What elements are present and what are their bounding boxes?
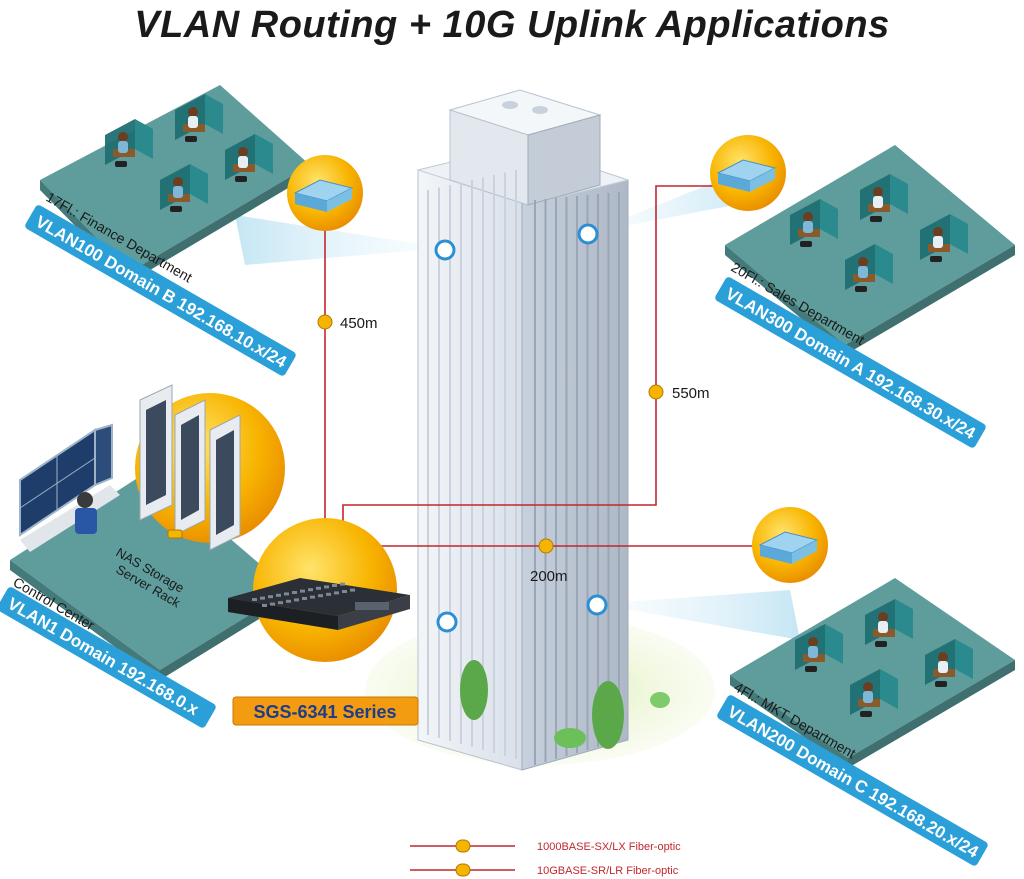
beam-mkt bbox=[597, 590, 800, 640]
cubicle-icon bbox=[795, 624, 843, 672]
legend-label-1g: 1000BASE-SX/LX Fiber-optic bbox=[537, 841, 681, 853]
series-label-box: SGS-6341 Series bbox=[232, 696, 419, 726]
floor-sales-plate bbox=[725, 145, 1015, 345]
operator-head bbox=[77, 492, 93, 508]
legend-item-1g: 1000BASE-SX/LX Fiber-optic bbox=[410, 839, 681, 853]
switch-mkt bbox=[752, 507, 828, 583]
switch-sales bbox=[710, 135, 786, 211]
cubicle-icon bbox=[845, 244, 893, 292]
cubicle-icon bbox=[790, 199, 838, 247]
node-mkt bbox=[586, 594, 608, 616]
switch-finance bbox=[287, 155, 363, 231]
distance-finance-label: 450m bbox=[340, 315, 378, 332]
distance-badge-sales: 550m bbox=[648, 384, 710, 402]
office-cubicles bbox=[105, 94, 973, 717]
distance-badge-finance: 450m bbox=[317, 314, 378, 332]
node-sales bbox=[577, 223, 599, 245]
tower-window-stripes bbox=[427, 170, 620, 765]
legend-label-10g: 10GBASE-SR/LR Fiber-optic bbox=[537, 865, 679, 877]
operator-body bbox=[75, 508, 97, 534]
control-center-monitors bbox=[19, 423, 120, 552]
cubicle-icon bbox=[160, 164, 208, 212]
cubicle-icon bbox=[920, 214, 968, 262]
diagram-title: VLAN Routing + 10G Uplink Applications bbox=[134, 4, 890, 46]
cubicle-icon bbox=[865, 599, 913, 647]
server-rack-icons bbox=[139, 384, 241, 551]
series-label: SGS-6341 Series bbox=[253, 702, 396, 722]
core-switch-icon bbox=[228, 578, 410, 630]
node-base bbox=[436, 611, 458, 633]
beam-finance bbox=[235, 215, 445, 265]
cubicle-icon bbox=[105, 119, 153, 167]
cubicle-icon bbox=[850, 669, 898, 717]
cubicle-icon bbox=[175, 94, 223, 142]
distance-badge-mkt: 200m bbox=[530, 538, 568, 585]
nas-link-badge bbox=[167, 529, 183, 539]
legend: 1000BASE-SX/LX Fiber-optic 10GBASE-SR/LR… bbox=[410, 839, 681, 877]
tree-icons bbox=[460, 660, 670, 749]
cubicle-icon bbox=[925, 639, 973, 687]
cubicle-icon bbox=[860, 174, 908, 222]
distance-mkt-label: 200m bbox=[530, 568, 568, 585]
node-finance bbox=[434, 239, 456, 261]
cubicle-icon bbox=[225, 134, 273, 182]
distance-sales-label: 550m bbox=[672, 385, 710, 402]
legend-item-10g: 10GBASE-SR/LR Fiber-optic bbox=[410, 863, 679, 877]
floor-mkt-plate bbox=[730, 578, 1015, 758]
